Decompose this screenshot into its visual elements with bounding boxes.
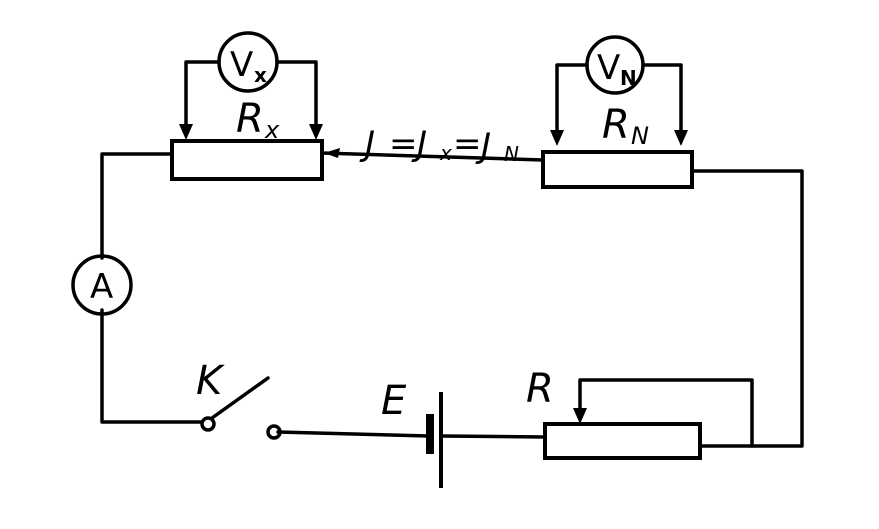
resistor-rx	[170, 139, 324, 181]
label-battery-e: E	[381, 378, 407, 424]
rheostat-r	[543, 422, 702, 460]
label-vn: V	[597, 48, 620, 88]
label-vx-sub: x	[254, 63, 267, 87]
switch-k	[200, 376, 282, 440]
battery-long-plate	[439, 392, 443, 488]
wire-rheostat-slider	[578, 378, 754, 448]
switch-contact-right	[266, 424, 282, 440]
wire-right	[690, 169, 804, 448]
eq-ix-sub: x	[439, 141, 452, 165]
wire-left-bottom	[100, 308, 204, 424]
ammeter-circle	[71, 254, 133, 316]
rheostat-slider-arrow	[573, 408, 587, 424]
label-vn-sub: N	[620, 66, 637, 90]
current-arrow	[324, 148, 340, 158]
eq-equals-2: =	[453, 124, 482, 164]
label-rn-sub: N	[631, 122, 649, 150]
voltmeter-vx-arrow-right	[309, 124, 323, 140]
label-rx-sub: x	[264, 116, 280, 144]
eq-equals-1: =	[389, 124, 418, 164]
voltmeter-vn-arrow-left	[550, 130, 564, 146]
voltmeter-vx-lead-left	[184, 60, 221, 130]
voltmeter-vx-lead-right	[275, 60, 318, 130]
voltmeter-vn	[550, 35, 688, 146]
voltmeter-vx	[179, 31, 323, 140]
switch-lever	[210, 376, 270, 420]
battery-short-plate	[426, 414, 434, 454]
label-rheostat-r: R	[526, 366, 554, 412]
wire-battery-rheostat	[440, 434, 547, 439]
wire-top-left	[100, 152, 174, 260]
label-switch-k: K	[196, 358, 225, 404]
voltmeter-vn-arrow-right	[674, 130, 688, 146]
label-vx: V	[230, 45, 253, 85]
resistor-rn	[541, 150, 694, 189]
label-rn: R	[602, 102, 630, 148]
voltmeter-vn-lead-right	[641, 63, 683, 136]
label-rx: R	[236, 96, 264, 142]
eq-in-sub: N	[504, 142, 519, 166]
voltmeter-vn-lead-left	[555, 63, 589, 136]
wires	[100, 151, 804, 448]
switch-contact-left	[200, 416, 216, 432]
battery-e	[426, 392, 443, 488]
label-ammeter: A	[90, 267, 113, 307]
wire-switch-battery	[276, 430, 431, 438]
wire-top-middle	[320, 151, 545, 162]
eq-i: J	[359, 124, 375, 164]
voltmeter-vx-arrow-left	[179, 124, 193, 140]
